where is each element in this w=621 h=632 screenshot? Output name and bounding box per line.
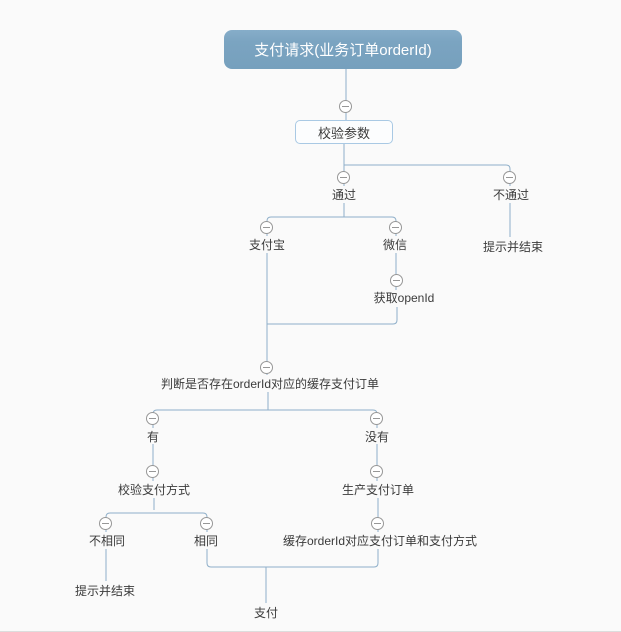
collapse-icon[interactable] bbox=[339, 100, 352, 113]
collapse-icon[interactable] bbox=[389, 221, 402, 234]
node-payment-request[interactable]: 支付请求(业务订单orderId) bbox=[224, 30, 462, 69]
node-pay[interactable]: 支付 bbox=[253, 606, 279, 620]
node-pass[interactable]: 通过 bbox=[331, 188, 357, 202]
minus-glyph bbox=[373, 418, 380, 419]
node-not-same[interactable]: 不相同 bbox=[88, 534, 126, 548]
node-create-pay-order[interactable]: 生产支付订单 bbox=[341, 483, 415, 497]
minus-glyph bbox=[506, 177, 513, 178]
node-same[interactable]: 相同 bbox=[193, 534, 219, 548]
node-has[interactable]: 有 bbox=[146, 430, 160, 444]
node-fail[interactable]: 不通过 bbox=[492, 188, 530, 202]
collapse-icon[interactable] bbox=[503, 171, 516, 184]
node-get-openid[interactable]: 获取openId bbox=[373, 291, 435, 305]
minus-glyph bbox=[263, 227, 270, 228]
minus-glyph bbox=[102, 523, 109, 524]
collapse-icon[interactable] bbox=[371, 517, 384, 530]
collapse-icon[interactable] bbox=[200, 517, 213, 530]
minus-glyph bbox=[340, 177, 347, 178]
minus-glyph bbox=[392, 227, 399, 228]
collapse-icon[interactable] bbox=[260, 221, 273, 234]
minus-glyph bbox=[374, 523, 381, 524]
node-cache-order[interactable]: 缓存orderId对应支付订单和支付方式 bbox=[282, 534, 478, 548]
node-prompt-end-notsame[interactable]: 提示并结束 bbox=[74, 584, 136, 598]
collapse-icon[interactable] bbox=[146, 412, 159, 425]
minus-glyph bbox=[342, 106, 349, 107]
minus-glyph bbox=[263, 367, 270, 368]
collapse-icon[interactable] bbox=[99, 517, 112, 530]
collapse-icon[interactable] bbox=[337, 171, 350, 184]
node-wechat[interactable]: 微信 bbox=[382, 238, 408, 252]
collapse-icon[interactable] bbox=[370, 465, 383, 478]
minus-glyph bbox=[393, 280, 400, 281]
node-alipay[interactable]: 支付宝 bbox=[248, 238, 286, 252]
node-check-cached-order[interactable]: 判断是否存在orderId对应的缓存支付订单 bbox=[160, 377, 380, 391]
collapse-icon[interactable] bbox=[370, 412, 383, 425]
minus-glyph bbox=[149, 418, 156, 419]
collapse-icon[interactable] bbox=[390, 274, 403, 287]
minus-glyph bbox=[203, 523, 210, 524]
collapse-icon[interactable] bbox=[260, 361, 273, 374]
node-verify-pay-method[interactable]: 校验支付方式 bbox=[117, 483, 191, 497]
node-prompt-end-fail[interactable]: 提示并结束 bbox=[482, 240, 544, 254]
collapse-icon[interactable] bbox=[146, 465, 159, 478]
minus-glyph bbox=[149, 471, 156, 472]
minus-glyph bbox=[373, 471, 380, 472]
node-validate-params[interactable]: 校验参数 bbox=[295, 120, 393, 144]
node-has-not[interactable]: 没有 bbox=[364, 430, 390, 444]
